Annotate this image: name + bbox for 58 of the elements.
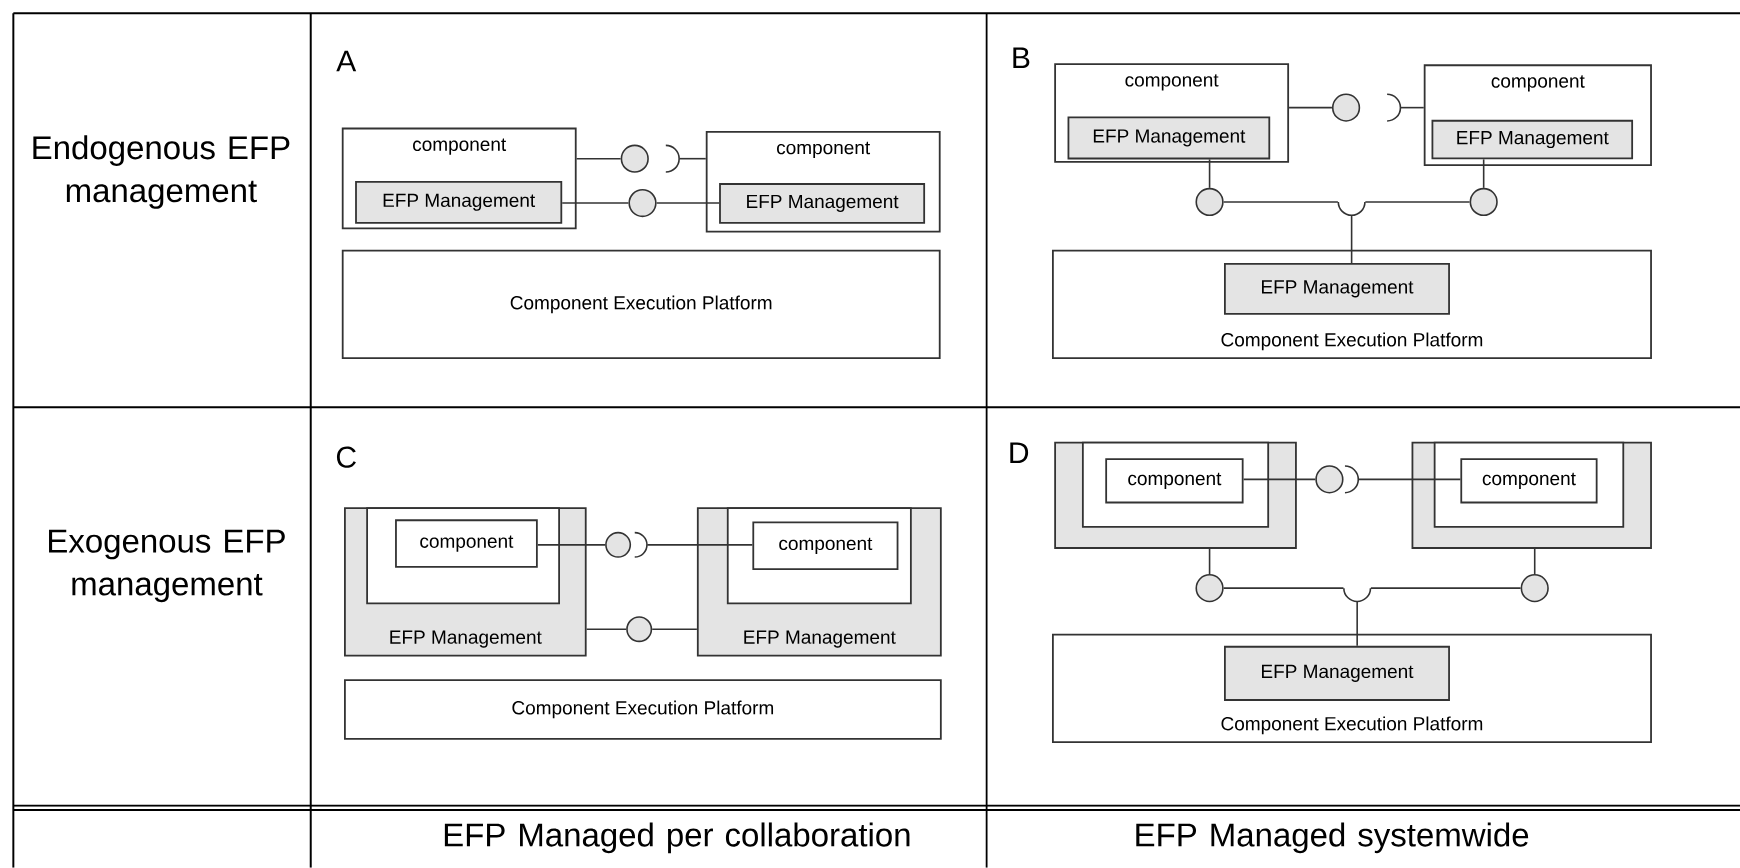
socket-arc [1344,465,1360,494]
connector-line [1222,201,1339,203]
interface-circle [1520,574,1549,603]
connector-line [1370,587,1522,590]
connector-line [651,628,698,631]
socket-arc [1343,587,1372,603]
interface-circle [1315,465,1344,494]
connector-line [1288,106,1333,109]
platform-box: Component Execution Platform [344,679,942,740]
connector-line [575,158,622,160]
connector-line [1242,478,1317,481]
connector-line [561,202,630,204]
column-header: EFP Managed per collaboration [444,822,910,854]
component-box: component [752,521,899,571]
row-header: Exogenous EFP management [49,529,285,603]
management-box: EFP Management [355,181,563,224]
connector-line [646,544,754,546]
socket-arc [665,144,680,173]
connector-line [1482,158,1485,189]
component-box: component [1105,458,1244,504]
interface-circle [628,189,657,218]
connector-line [537,544,606,546]
connector-line [1208,548,1211,575]
management-box: EFP Management [719,183,926,224]
management-box: EFP Management [1224,263,1450,315]
connector-line [1356,601,1358,647]
management-box: EFP Management [1224,645,1450,701]
column-header: EFP Managed systemwide [1136,822,1529,854]
socket-arc [1337,201,1366,217]
interface-circle [620,144,649,173]
interface-circle [1469,187,1498,217]
interface-circle [1195,574,1224,603]
connector-line [1208,158,1211,189]
interface-circle [1331,93,1361,122]
connector-line [1400,106,1425,109]
component-box: component [395,519,538,568]
panel-letter: D [1010,442,1029,464]
platform-box: Component Execution Platform [341,249,941,360]
panel-letter: B [1013,47,1030,69]
interface-circle [626,616,653,643]
panel-letter: C [336,446,356,468]
connector-line [655,202,720,204]
management-box: EFP Management [1431,119,1634,160]
panel-letter: A [336,50,357,72]
component-box: component [1460,458,1598,504]
interface-circle [605,531,632,558]
socket-arc [633,531,648,558]
management-box: EFP Management [1067,116,1271,160]
connector-line [1350,215,1353,264]
connector-line [1357,478,1462,481]
connector-line [1364,201,1471,203]
row-header: Endogenous EFP management [33,135,290,209]
connector-line [585,628,627,631]
connector-line [1222,587,1345,590]
connector-line [678,158,707,160]
interface-circle [1195,187,1224,217]
socket-arc [1386,93,1402,122]
connector-line [1533,548,1536,575]
